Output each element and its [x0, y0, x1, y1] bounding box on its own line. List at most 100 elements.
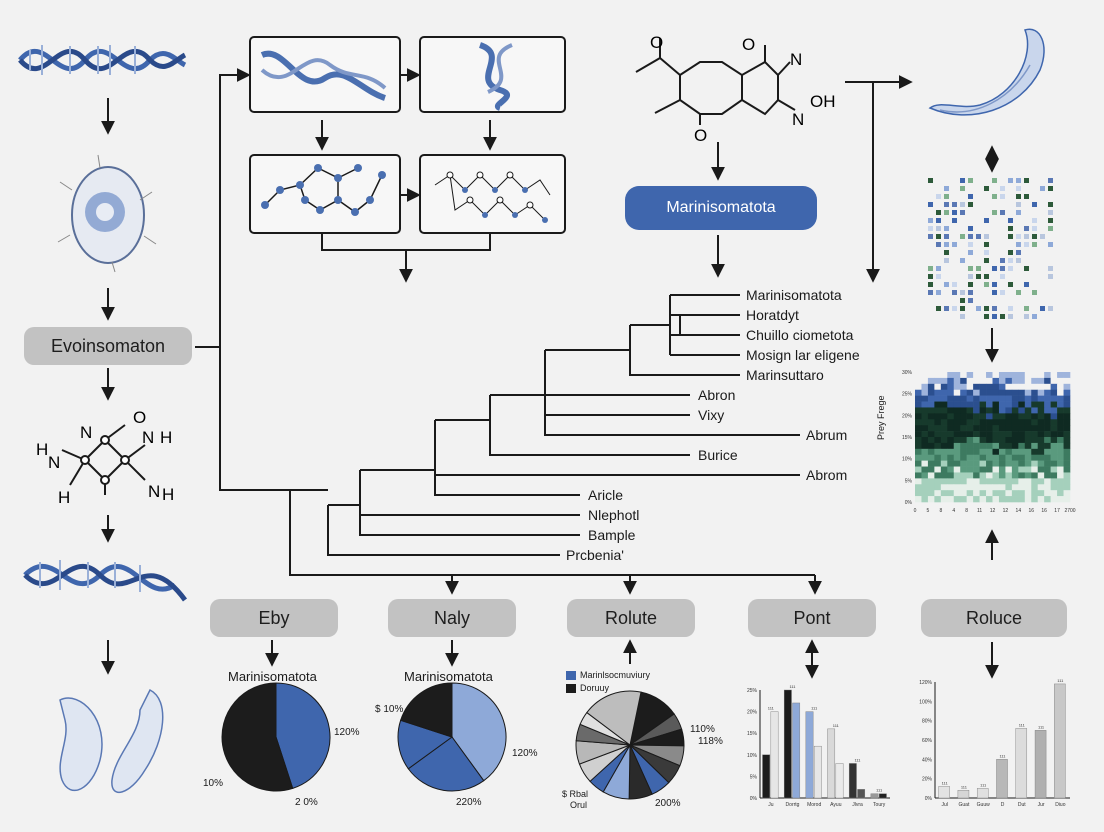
heatmap-cell [966, 437, 974, 444]
heatmap-cell [1063, 496, 1071, 503]
bar1-ytick-0: 25% [747, 688, 758, 694]
heatmap-cell [1050, 484, 1058, 491]
matrix-cell [968, 250, 973, 255]
heatmap-cell [1057, 395, 1064, 402]
matrix-cell [984, 186, 989, 191]
matrix-cell [1008, 250, 1013, 255]
matrix-cell [1048, 218, 1053, 223]
node-eby[interactable]: Eby [210, 599, 338, 637]
heatmap-cell [992, 377, 1000, 385]
heatmap-cell [986, 478, 993, 485]
pie3-label-c: $ Rbal [562, 789, 589, 799]
heatmap-cell [1011, 472, 1019, 479]
heatmap-cell [966, 454, 974, 461]
heatmap-cell [940, 401, 948, 408]
bar2-dlabel-3: 111 [999, 753, 1006, 758]
heatmap-cell [979, 407, 987, 414]
heatmap-cell [1037, 395, 1045, 402]
matrix-cell [1008, 282, 1013, 287]
matrix-cell [1032, 218, 1037, 223]
heatmap-cell [1037, 431, 1045, 438]
heatmap-cell [934, 466, 942, 473]
heatmap-cell [927, 478, 935, 485]
heatmap-cell [992, 472, 1000, 479]
heatmap-cell [960, 478, 967, 485]
heatmap-cell [1044, 460, 1051, 467]
heatmap-cell [1050, 478, 1058, 485]
node-naly[interactable]: Naly [388, 599, 516, 637]
matrix-cell [1000, 266, 1005, 271]
heatmap-cell [986, 496, 993, 503]
heatmap-cell [940, 419, 948, 426]
atom-o-top: O [133, 408, 146, 427]
node-roluce[interactable]: Roluce [921, 599, 1067, 637]
heatmap-cell [1031, 460, 1039, 467]
heatmap-cell [947, 496, 955, 503]
heatmap-cell [966, 413, 974, 420]
heatmap-cell [1057, 389, 1064, 396]
matrix-cell [928, 218, 933, 223]
heatmap-cell [934, 460, 942, 467]
heatmap-cell [1005, 478, 1013, 485]
heatmap-cell [966, 460, 974, 467]
matrix-cell [936, 194, 941, 199]
heatmap-cell [1037, 377, 1045, 385]
heatmap-cell [940, 389, 948, 396]
matrix-cell [928, 202, 933, 207]
heatmap-cell [1031, 419, 1039, 426]
heatmap-xtick-8: 14 [1016, 508, 1022, 514]
bar2-ytick-3: 60% [922, 738, 933, 744]
heatmap-cell [1011, 466, 1019, 473]
matrix-cell [1040, 186, 1045, 191]
heatmap-cell [947, 442, 955, 450]
heatmap-cell [1050, 395, 1058, 402]
heatmap-xtick-9: 16 [1028, 508, 1034, 514]
bar1-bar-0-1 [770, 711, 779, 799]
heatmap-cell [947, 448, 955, 456]
heatmap-cell [998, 478, 1006, 485]
pie3-label-d: Orul [570, 800, 588, 810]
heatmap-cell [998, 383, 1006, 391]
heatmap-cell [940, 466, 948, 473]
heatmap-cell [1050, 383, 1058, 391]
heatmap-cell [1011, 454, 1019, 461]
matrix-cell [952, 210, 957, 215]
heatmap-cell [1024, 395, 1032, 402]
heatmap-cell [960, 401, 967, 408]
heatmap-cell [1057, 401, 1064, 408]
heatmap-cell [979, 413, 987, 420]
heatmap-cell [1057, 490, 1064, 497]
heatmap-cell [1024, 448, 1032, 456]
node-rolute[interactable]: Rolute [567, 599, 695, 637]
matrix-cell [936, 234, 941, 239]
matrix-cell [976, 306, 981, 311]
node-evoinsomaton[interactable]: Evoinsomaton [24, 327, 192, 365]
heatmap-cell [940, 472, 948, 479]
matrix-cell [928, 226, 933, 231]
matrix-cell [936, 242, 941, 247]
bar2-dlabel-0: 111 [942, 780, 949, 785]
heatmap-cell [1063, 419, 1071, 426]
heatmap-cell [1063, 401, 1071, 408]
heatmap-cell [1063, 372, 1071, 379]
heatmap-cell [921, 431, 929, 438]
heatmap-cell [927, 454, 935, 461]
node-pont[interactable]: Pont [748, 599, 876, 637]
heatmap-cell [1024, 383, 1032, 391]
heatmap-cell [1024, 413, 1032, 420]
matrix-cell [984, 282, 989, 287]
node-marinisomatota[interactable]: Marinisomatota [625, 186, 817, 230]
heatmap-cell [966, 419, 974, 426]
bar1-xtick-2: Morod [807, 802, 821, 808]
heatmap-ytick-2: 20% [902, 413, 913, 419]
heatmap-cell [1018, 496, 1026, 503]
matrix-cell [1048, 266, 1053, 271]
heatmap-cell [940, 437, 948, 444]
heatmap-cell [1037, 478, 1045, 485]
heatmap-cell [934, 377, 942, 385]
matrix-cell [1048, 306, 1053, 311]
heatmap-cell [927, 395, 935, 402]
heatmap-cell [992, 431, 1000, 438]
heatmap-cell [1024, 377, 1032, 385]
heatmap-cell [934, 490, 942, 497]
